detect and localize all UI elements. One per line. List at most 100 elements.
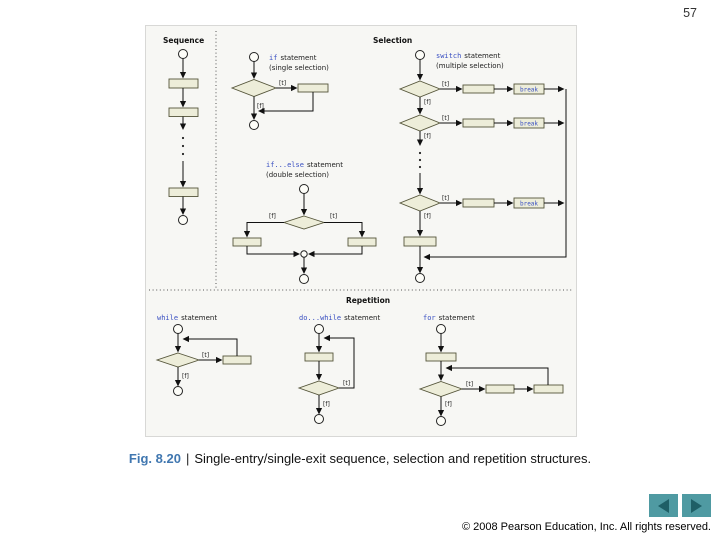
decision-diamond	[230, 79, 278, 97]
ellipsis-dot	[418, 158, 422, 162]
false-branch-label: [f]	[323, 401, 330, 408]
end-terminal	[436, 416, 446, 426]
loop-back-line	[445, 364, 549, 385]
return-line	[258, 92, 314, 115]
action-box	[462, 84, 495, 94]
copyright-notice: © 2008 Pearson Education, Inc. All right…	[461, 521, 711, 533]
action-box	[297, 83, 329, 93]
decision-diamond	[297, 380, 341, 396]
section-label-selection: Selection	[373, 36, 412, 45]
figure-number: Fig. 8.20	[128, 451, 181, 466]
decision-diamond	[418, 381, 464, 397]
slide-navigation	[649, 494, 711, 517]
action-box	[462, 118, 495, 128]
branch-line	[324, 222, 366, 238]
increment-action-box	[533, 384, 564, 394]
action-box	[168, 78, 199, 89]
caption-text: Single-entry/single-exit sequence, selec…	[194, 451, 592, 466]
init-action-box	[425, 352, 457, 362]
end-terminal	[299, 274, 309, 284]
statement-sublabel: (multiple selection)	[436, 62, 504, 70]
start-terminal	[436, 324, 446, 334]
true-branch-label: [t]	[279, 80, 286, 87]
true-branch-label: [t]	[466, 381, 473, 388]
start-terminal	[314, 324, 324, 334]
false-branch-label: [f]	[182, 373, 189, 380]
body-action-box	[485, 384, 515, 394]
connector-circle	[300, 250, 308, 258]
end-terminal	[415, 273, 425, 283]
branch-line	[243, 222, 284, 238]
true-branch-label: [t]	[343, 380, 350, 387]
loop-back-line	[182, 335, 238, 356]
loop-back-line	[323, 334, 355, 389]
statement-sublabel: (double selection)	[266, 171, 329, 179]
sequence-flowchart	[168, 49, 199, 225]
figure-caption: Fig. 8.20 | Single-entry/single-exit seque…	[0, 451, 720, 466]
ellipsis-dot	[181, 144, 185, 148]
flowchart-diagram: Sequence Selection Repetition	[149, 31, 573, 426]
decision-diamond	[398, 114, 442, 132]
break-label: break	[520, 87, 538, 94]
end-terminal	[249, 120, 259, 130]
decision-diamond	[398, 80, 442, 98]
break-collector-line	[423, 89, 567, 261]
right-arrow-icon	[691, 498, 702, 513]
true-branch-label: [t]	[330, 213, 337, 220]
statement-sublabel: (single selection)	[269, 64, 329, 72]
false-branch-label: [f]	[445, 401, 452, 408]
merge-line	[308, 246, 363, 258]
previous-slide-button[interactable]	[649, 494, 678, 517]
ellipsis-dot	[418, 151, 422, 155]
true-branch-label: [t]	[442, 195, 449, 202]
true-branch-label: [t]	[442, 81, 449, 88]
page-number: 57	[683, 6, 697, 20]
decision-diamond	[155, 352, 201, 368]
action-box	[168, 107, 199, 117]
start-terminal	[178, 49, 188, 59]
break-label: break	[520, 121, 538, 128]
section-label-sequence: Sequence	[163, 36, 204, 45]
action-box	[304, 352, 334, 362]
next-slide-button[interactable]	[682, 494, 711, 517]
action-box	[232, 237, 262, 247]
action-box	[168, 187, 199, 197]
figure-panel: Sequence Selection Repetition	[145, 25, 577, 437]
decision-diamond	[398, 194, 442, 212]
action-box	[222, 355, 252, 365]
true-branch-label: [t]	[202, 352, 209, 359]
true-branch-label: [t]	[442, 115, 449, 122]
false-branch-label: [f]	[257, 103, 264, 110]
default-action-box	[403, 236, 437, 247]
end-terminal	[178, 215, 188, 225]
break-label: break	[520, 201, 538, 208]
false-branch-label: [f]	[269, 213, 276, 220]
decision-diamond	[282, 215, 326, 230]
action-box	[462, 198, 495, 208]
end-terminal	[173, 386, 183, 396]
start-terminal	[299, 184, 309, 194]
ellipsis-dot	[181, 136, 185, 140]
end-terminal	[314, 414, 324, 424]
ellipsis-dot	[181, 152, 185, 156]
false-branch-label: [f]	[424, 99, 431, 106]
false-branch-label: [f]	[424, 133, 431, 140]
caption-separator: |	[185, 451, 190, 466]
ellipsis-dot	[418, 165, 422, 169]
section-label-repetition: Repetition	[346, 296, 390, 305]
false-branch-label: [f]	[424, 213, 431, 220]
start-terminal	[173, 324, 183, 334]
start-terminal	[249, 52, 259, 62]
